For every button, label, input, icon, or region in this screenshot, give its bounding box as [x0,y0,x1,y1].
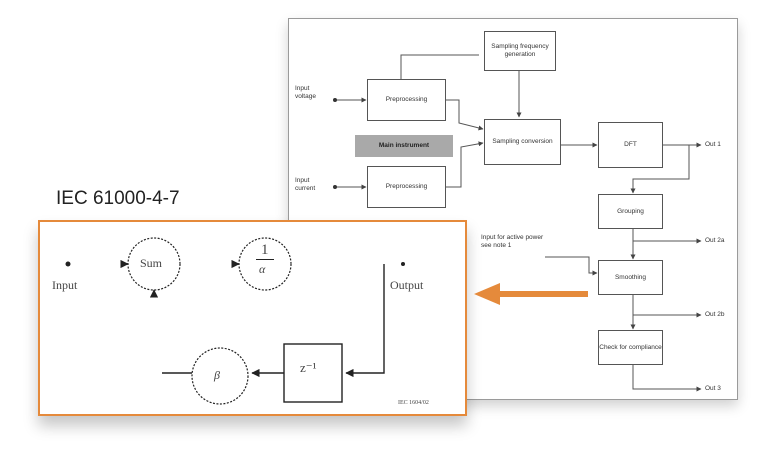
out-2b-label: Out 2b [705,311,725,318]
dft-block: DFT [598,122,663,168]
out-1-label: Out 1 [705,141,721,148]
output-label: Output [390,278,424,292]
smoothing-block: Smoothing [598,260,663,295]
block-diagram-connectors [333,54,702,392]
preprocessing-current-block: Preprocessing [367,166,446,208]
standard-title: IEC 61000-4-7 [56,188,180,209]
delay-block-shape [283,343,343,403]
beta-label: β [214,368,220,382]
preprocessing-voltage-block: Preprocessing [367,79,446,121]
input-voltage-label: Input voltage [295,85,316,100]
reciprocal-denominator: α [259,262,266,276]
sum-label: Sum [140,256,163,270]
highlight-arrow-icon [474,283,588,305]
out-2a-label: Out 2a [705,237,725,244]
smoothing-filter-zoom-panel: Input Output Sum 1 α z⁻¹ β IEC 1604/02 [38,220,467,416]
out-3-label: Out 3 [705,385,721,392]
delay-label: z⁻¹ [300,360,317,375]
sampling-conversion-block: Sampling conversion [484,119,561,165]
smoothing-filter-connectors [65,237,405,405]
main-instrument-label: Main instrument [355,135,453,157]
figure-reference-code: IEC 1604/02 [398,400,429,406]
sampling-frequency-generation-block: Sampling frequency generation [484,31,556,71]
fraction-bar [256,259,274,260]
reciprocal-numerator: 1 [261,242,269,258]
input-active-power-label: Input for active power see note 1 [481,234,544,249]
beta-node [191,347,249,405]
check-for-compliance-block: Check for compliance [598,330,663,365]
input-current-label: Input current [295,177,316,192]
grouping-block: Grouping [598,194,663,229]
input-label: Input [52,278,78,292]
